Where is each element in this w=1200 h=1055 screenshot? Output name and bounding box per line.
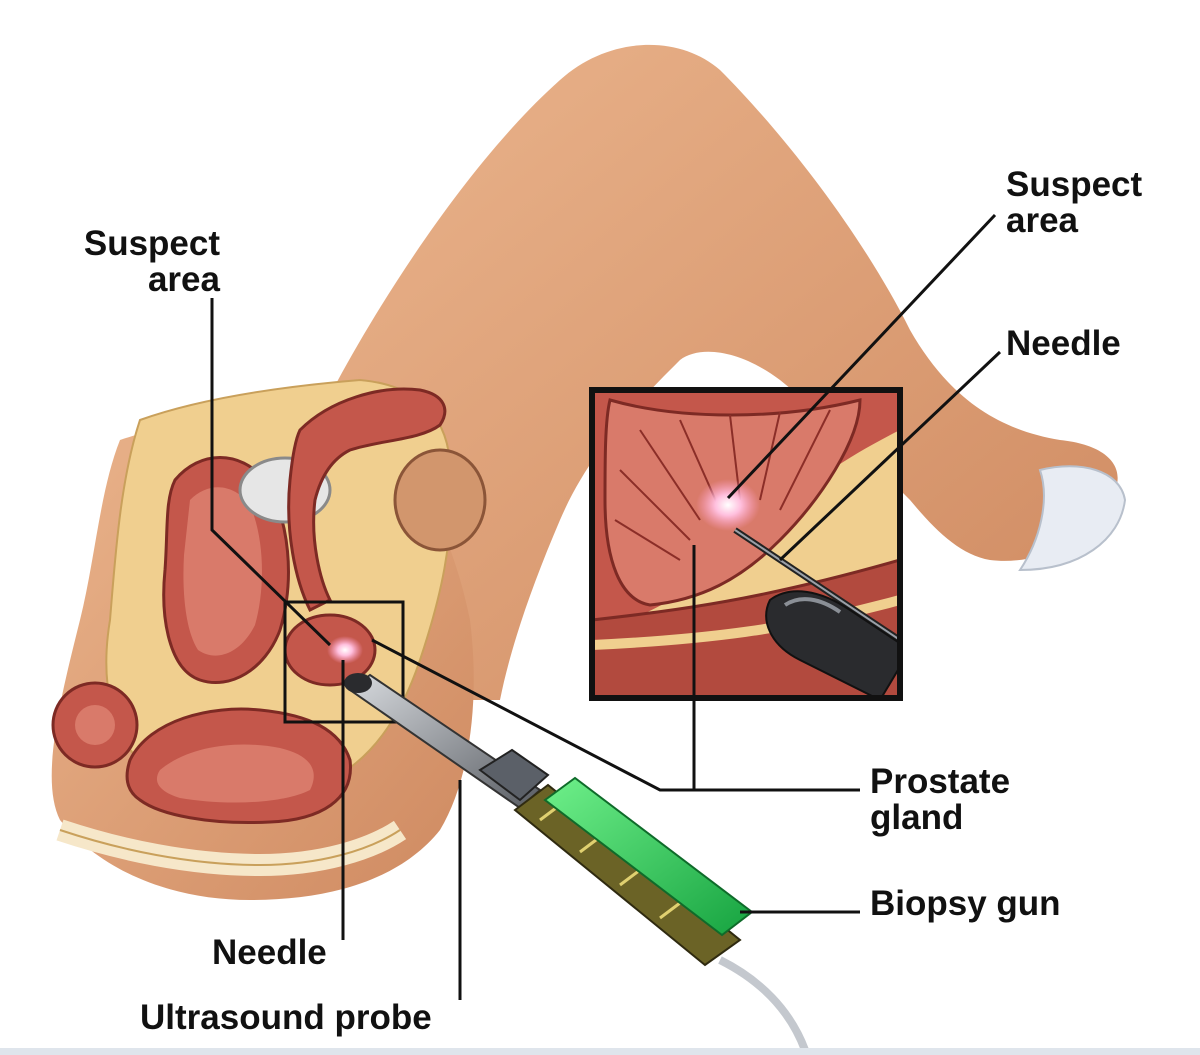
label-ultrasound-probe: Ultrasound probe (140, 998, 432, 1037)
leader-needle-right (778, 350, 1002, 562)
penis-shape (287, 387, 447, 613)
leader-lines (210, 213, 1002, 1000)
biopsy-gun (513, 776, 809, 1052)
inset-panel (589, 387, 903, 701)
label-needle-right: Needle (1006, 324, 1121, 363)
testis-shape (393, 448, 487, 552)
sheet-shape (1018, 465, 1127, 572)
label-prostate-gland: Prostate gland (870, 762, 1011, 837)
leader-prostate-main (371, 638, 860, 792)
leader-suspect-right (726, 213, 997, 500)
label-suspect-area-left: Suspect area (83, 224, 220, 299)
bottom-strip (0, 1048, 1200, 1055)
thigh-shape (330, 44, 1118, 700)
label-biopsy-gun: Biopsy gun (870, 884, 1061, 923)
label-needle-bottom: Needle (212, 933, 327, 972)
leader-suspect-left (210, 298, 332, 647)
label-suspect-area-right: Suspect area (1006, 165, 1143, 240)
